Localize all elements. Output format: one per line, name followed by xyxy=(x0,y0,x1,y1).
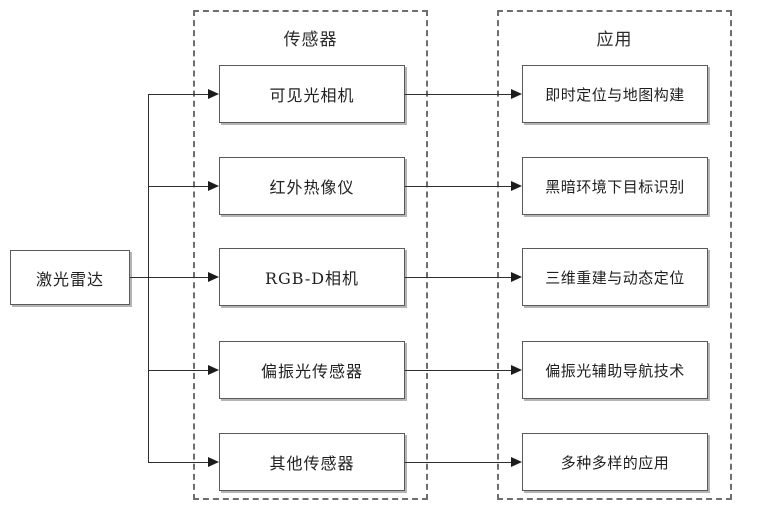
arrow-head-application-4 xyxy=(511,364,522,375)
arrow-head-sensor-3 xyxy=(208,271,219,282)
arrow-head-application-5 xyxy=(511,456,522,467)
node-application-5[interactable]: 多种多样的应用 xyxy=(522,433,708,491)
arrow-head-application-3 xyxy=(511,271,522,282)
node-sensor-4[interactable]: 偏振光传感器 xyxy=(219,341,405,399)
connector-trunk-to-sensor-3 xyxy=(148,277,211,278)
node-application-4[interactable]: 偏振光辅助导航技术 xyxy=(522,341,708,399)
arrow-head-application-1 xyxy=(511,88,522,99)
arrow-head-sensor-2 xyxy=(208,180,219,191)
node-application-3[interactable]: 三维重建与动态定位 xyxy=(522,248,708,306)
connector-sensor-5-to-application-5 xyxy=(405,462,512,463)
connector-sensor-3-to-application-3 xyxy=(405,277,512,278)
group-container-sensors xyxy=(193,10,428,500)
arrow-head-sensor-5 xyxy=(208,456,219,467)
connector-trunk-to-sensor-1 xyxy=(148,94,211,95)
group-title-applications: 应用 xyxy=(596,30,633,50)
connector-sensor-4-to-application-4 xyxy=(405,370,512,371)
group-container-applications xyxy=(497,10,732,500)
node-sensor-5[interactable]: 其他传感器 xyxy=(219,433,405,491)
node-sensor-3[interactable]: RGB-D相机 xyxy=(219,248,405,306)
node-sensor-1[interactable]: 可见光相机 xyxy=(219,65,405,123)
connector-trunk-to-sensor-4 xyxy=(148,370,211,371)
arrow-head-application-2 xyxy=(511,180,522,191)
node-application-1[interactable]: 即时定位与地图构建 xyxy=(522,65,708,123)
node-source-lidar[interactable]: 激光雷达 xyxy=(10,250,130,305)
node-application-2[interactable]: 黑暗环境下目标识别 xyxy=(522,157,708,215)
connector-trunk-to-sensor-2 xyxy=(148,186,211,187)
arrow-head-sensor-4 xyxy=(208,364,219,375)
node-sensor-2[interactable]: 红外热像仪 xyxy=(219,157,405,215)
connector-sensor-1-to-application-1 xyxy=(405,94,512,95)
connector-trunk-to-sensor-5 xyxy=(148,462,211,463)
group-title-sensors: 传感器 xyxy=(283,30,338,50)
arrow-head-sensor-1 xyxy=(208,88,219,99)
connector-source-stub xyxy=(130,277,149,278)
connector-trunk-vertical xyxy=(148,94,149,463)
connector-sensor-2-to-application-2 xyxy=(405,186,512,187)
